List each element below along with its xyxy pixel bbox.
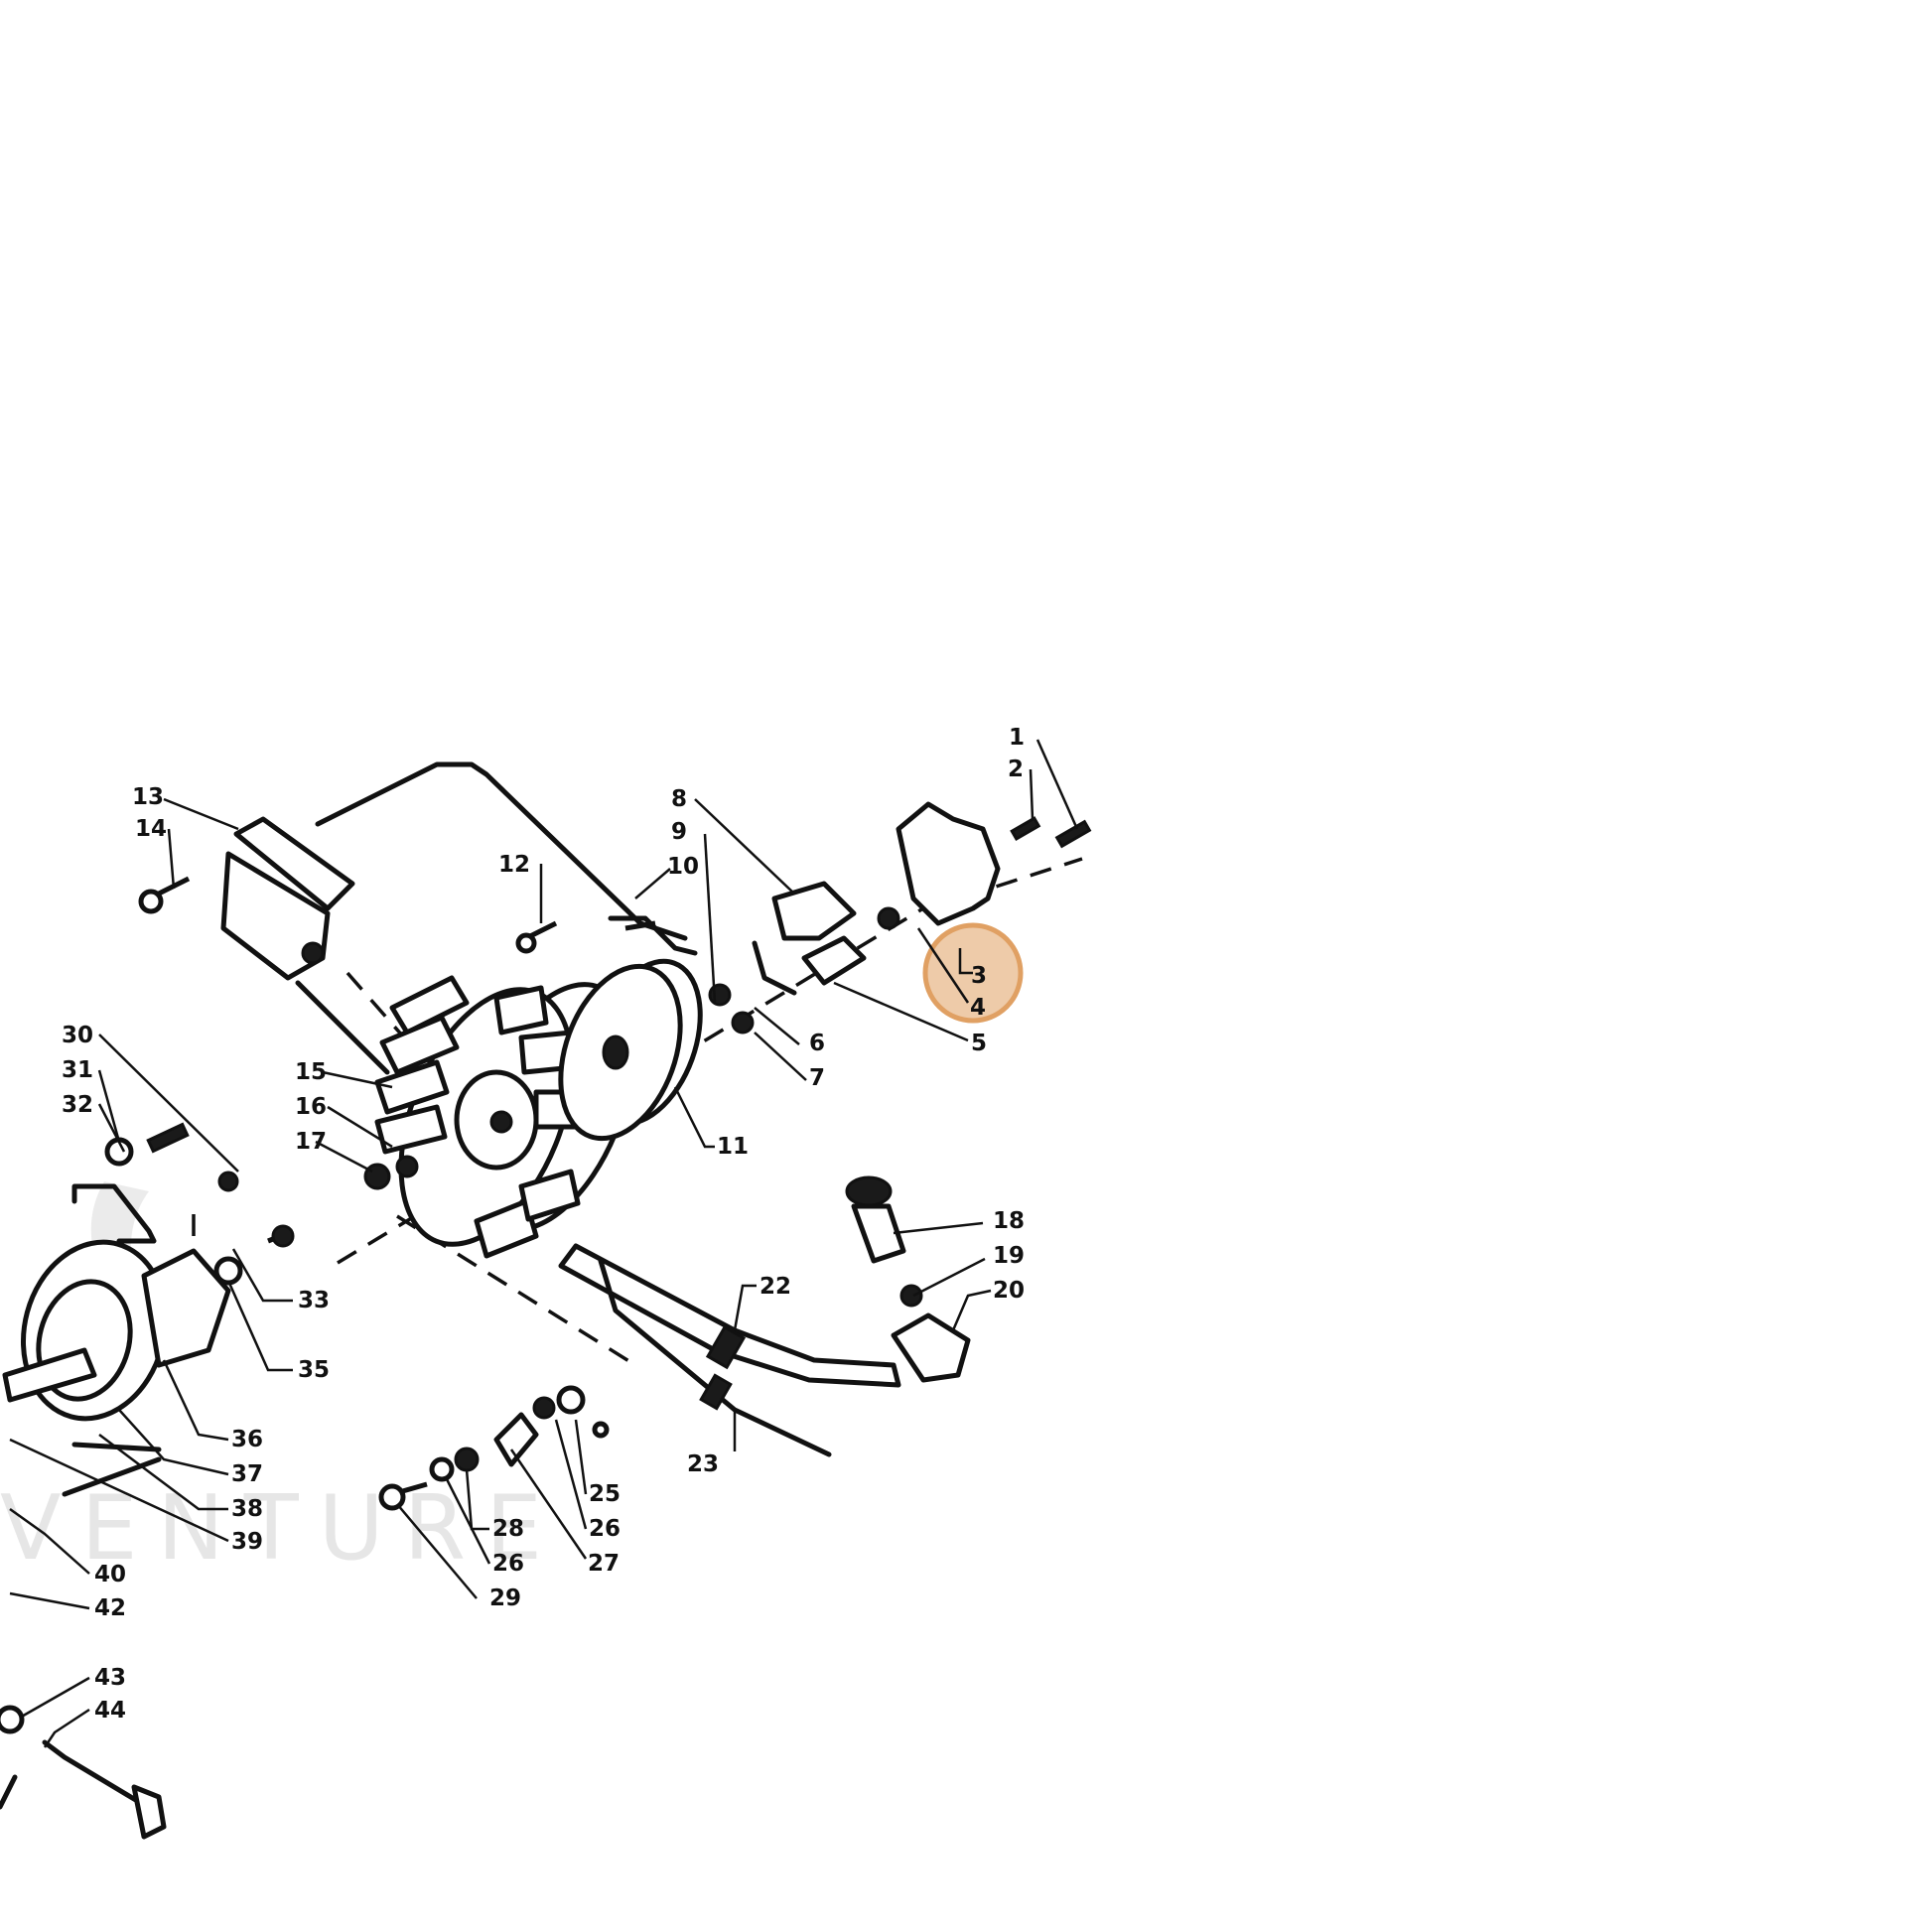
- ignition-coil: [220, 816, 390, 1075]
- callout-9: 9: [671, 819, 687, 845]
- callout-3: 3: [971, 963, 987, 989]
- callout-28: 28: [492, 1516, 524, 1542]
- spark-plug-cap: [845, 1175, 971, 1383]
- callout-8: 8: [671, 786, 687, 812]
- callout-17: 17: [295, 1129, 327, 1155]
- watermark-text: VENTURE: [0, 1476, 562, 1581]
- callout-6: 6: [809, 1031, 825, 1056]
- callout-30: 30: [62, 1023, 93, 1048]
- callout-labels: 1 2 3 4 5 6 7 8 9 10 11 12 13 14 15 16 1…: [62, 725, 1025, 1724]
- callout-39: 39: [231, 1529, 263, 1555]
- callout-38: 38: [231, 1496, 263, 1522]
- callout-4: 4: [970, 995, 986, 1021]
- callout-13: 13: [132, 784, 164, 810]
- callout-14: 14: [135, 816, 167, 842]
- callout-2: 2: [1008, 757, 1024, 782]
- callout-29: 29: [489, 1586, 521, 1611]
- callout-32: 32: [62, 1092, 93, 1118]
- callout-5: 5: [971, 1031, 987, 1056]
- breaker-plate: [896, 801, 1092, 926]
- callout-26-left: 26: [492, 1551, 524, 1577]
- leader-lines: [9, 739, 1079, 1748]
- callout-7: 7: [809, 1065, 825, 1091]
- watermark: VENTURE: [0, 1181, 562, 1581]
- shaft-and-plug-lead: [558, 1243, 901, 1457]
- contact-breaker: [708, 881, 900, 1035]
- starter-pulley: [2, 1122, 243, 1497]
- callout-31: 31: [62, 1057, 93, 1083]
- callout-37: 37: [231, 1461, 263, 1487]
- callout-26-right: 26: [589, 1516, 621, 1542]
- callout-20: 20: [993, 1278, 1025, 1304]
- callout-12: 12: [498, 852, 530, 878]
- callout-40: 40: [94, 1562, 126, 1587]
- callout-33: 33: [298, 1288, 330, 1313]
- callout-43: 43: [94, 1665, 126, 1691]
- callout-15: 15: [295, 1059, 327, 1085]
- callout-23: 23: [687, 1451, 719, 1477]
- callout-10: 10: [667, 854, 699, 880]
- callout-19: 19: [993, 1243, 1025, 1269]
- callout-25: 25: [589, 1481, 621, 1507]
- pull-start-handle: [0, 1705, 167, 1840]
- callout-1: 1: [1009, 725, 1025, 751]
- callout-27: 27: [588, 1551, 620, 1577]
- stator-plate: [558, 958, 703, 1142]
- callout-22: 22: [759, 1274, 791, 1300]
- callout-16: 16: [295, 1094, 327, 1120]
- callout-18: 18: [993, 1208, 1025, 1234]
- callout-35: 35: [298, 1357, 330, 1383]
- callout-44: 44: [94, 1698, 126, 1724]
- callout-11: 11: [717, 1134, 749, 1160]
- callout-42: 42: [94, 1595, 126, 1621]
- callout-36: 36: [231, 1427, 263, 1452]
- governor-linkage: [378, 1385, 610, 1511]
